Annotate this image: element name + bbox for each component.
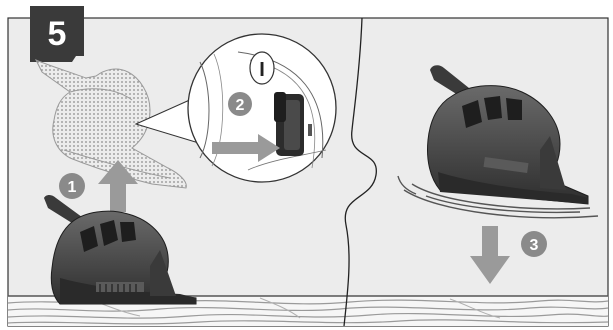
svg-text:I: I xyxy=(259,59,265,81)
switch-zoom-bubble: I xyxy=(188,34,336,182)
svg-text:3: 3 xyxy=(530,237,539,254)
callout-1: 1 xyxy=(59,173,85,199)
step-badge-icon: 5 xyxy=(30,6,84,62)
svg-text:2: 2 xyxy=(236,97,245,114)
on-symbol: I xyxy=(250,52,274,84)
power-switch-icon[interactable] xyxy=(274,92,304,156)
switch-marker xyxy=(308,124,312,136)
callout-3: 3 xyxy=(521,231,547,257)
callout-2: 2 xyxy=(228,92,252,116)
step-number: 5 xyxy=(48,15,67,53)
svg-text:1: 1 xyxy=(68,179,77,196)
